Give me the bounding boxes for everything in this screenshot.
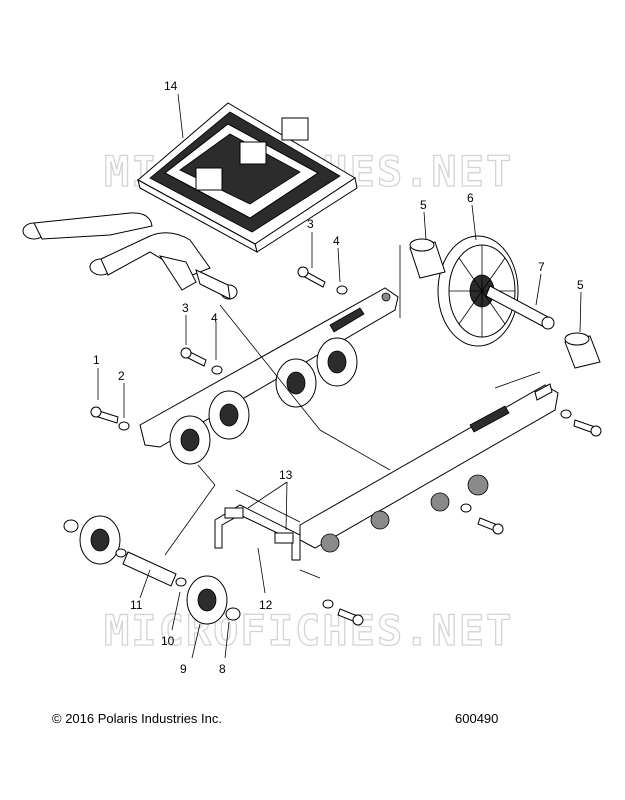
callout-4b: 4 bbox=[211, 311, 218, 325]
tube-arm bbox=[22, 212, 238, 300]
callout-11: 11 bbox=[130, 598, 143, 612]
right-rail bbox=[299, 383, 559, 553]
callout-5b: 5 bbox=[577, 278, 584, 292]
lower-wheel-assembly bbox=[63, 515, 241, 625]
callout-2: 2 bbox=[118, 369, 125, 383]
callout-13: 13 bbox=[279, 468, 293, 482]
callout-3a: 3 bbox=[307, 217, 314, 231]
callout-4a: 4 bbox=[333, 234, 340, 248]
callout-8: 8 bbox=[219, 662, 226, 676]
callout-9: 9 bbox=[180, 662, 187, 676]
callouts: 14 3 4 5 6 7 5 3 4 1 2 13 11 12 10 9 8 bbox=[93, 79, 584, 676]
bolts-and-washers bbox=[90, 266, 602, 626]
bracket bbox=[214, 504, 301, 561]
callout-10: 10 bbox=[161, 634, 175, 648]
spacers bbox=[409, 238, 601, 369]
left-rail bbox=[139, 287, 399, 448]
callout-6: 6 bbox=[467, 191, 474, 205]
callout-3b: 3 bbox=[182, 301, 189, 315]
callout-1: 1 bbox=[93, 353, 100, 367]
left-rail-wheels bbox=[169, 337, 358, 465]
copyright-text: © 2016 Polaris Industries Inc. bbox=[52, 711, 222, 726]
callout-12: 12 bbox=[259, 598, 273, 612]
axle bbox=[485, 285, 555, 330]
diagram-number: 600490 bbox=[455, 711, 499, 726]
leader-lines bbox=[97, 93, 582, 659]
large-wheel bbox=[437, 235, 519, 347]
callout-14: 14 bbox=[164, 79, 178, 93]
callout-7: 7 bbox=[538, 260, 545, 274]
callout-5a: 5 bbox=[420, 198, 427, 212]
track-block bbox=[137, 102, 358, 253]
watermark-bottom: MICROFICHES.NET bbox=[104, 606, 513, 655]
